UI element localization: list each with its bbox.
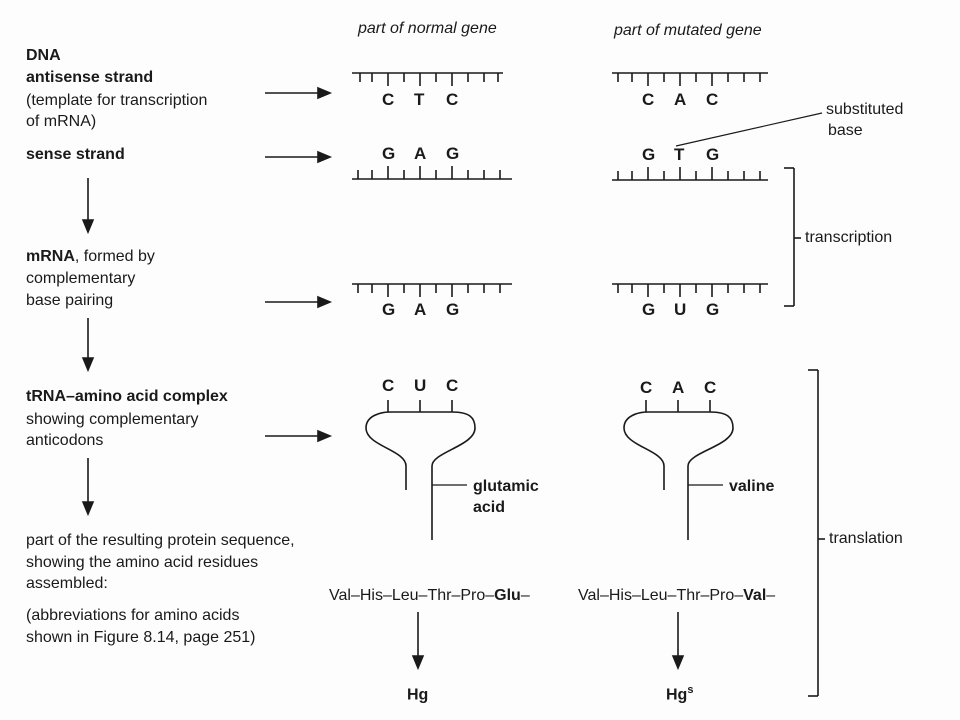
normal-anticodon-2: U [414,376,427,395]
mrna-label: mRNA, formed by [26,246,155,267]
normal-amino-acid-2: acid [473,499,506,516]
dna-title: DNA [26,47,61,64]
mutated-product-sup: s [687,684,694,696]
mrna-desc-1: , formed by [74,248,155,265]
mutated-seq-suffix: – [766,587,776,604]
mutated-mrna-base-2: U [674,300,687,319]
mrna-desc-3: base pairing [26,292,114,309]
sense-title: sense strand [26,146,125,163]
protein-desc-3: assembled: [26,575,108,592]
normal-protein-sequence: Val–His–Leu–Thr–Pro–Glu– [329,587,530,605]
abbrev-note-2: shown in Figure 8.14, page 251) [26,629,256,646]
header-mutated-gene: part of mutated gene [614,22,762,39]
mutated-amino-acid-1: valine [729,478,775,495]
mutated-anticodon-1: C [640,378,653,397]
normal-amino-acid-1: glutamic [473,478,539,495]
mrna-desc-2: complementary [26,270,136,287]
left-down-arrows [81,178,95,517]
trna-title: tRNA–amino acid complex [26,388,228,405]
substituted-label-1: substituted [826,101,904,118]
mutated-trna-shape [623,400,734,540]
normal-mrna-strand [352,283,512,297]
normal-sense-base-1: G [382,144,396,163]
substituted-label-2: base [828,122,863,139]
translation-bracket [808,369,825,697]
normal-antisense-strand [352,72,503,86]
normal-antisense-base-2: T [414,90,425,109]
normal-seq-suffix: – [520,587,530,604]
mutated-sense-base-3: G [706,145,720,164]
mutated-seq-bold: Val [743,587,767,604]
normal-product-name: Hg [407,686,429,704]
protein-desc-1: part of the resulting protein sequence, [26,532,295,549]
normal-antisense-base-1: C [382,90,395,109]
mutated-sense-base-1: G [642,145,656,164]
mutated-mrna-strand [612,283,768,297]
trna-desc-2: anticodons [26,432,104,449]
normal-sense-base-2: A [414,144,427,163]
normal-anticodon-1: C [382,376,395,395]
mutated-anticodon-3: C [704,378,717,397]
transcription-label: transcription [805,229,893,246]
trna-desc-1: showing complementary [26,411,199,428]
protein-desc-2: showing the amino acid residues [26,554,259,571]
normal-seq-prefix: Val–His–Leu–Thr–Pro– [329,587,495,604]
mutated-antisense-base-3: C [706,90,719,109]
normal-trna-shape [365,400,476,540]
substituted-pointer [675,112,823,147]
mutated-product-name: Hg [666,686,688,704]
normal-mrna-base-3: G [446,300,460,319]
mutated-product-arrow [671,612,685,671]
normal-sense-strand [352,166,512,180]
mrna-title: mRNA [26,248,75,265]
normal-sense-base-3: G [446,144,460,163]
mutated-mrna-base-1: G [642,300,656,319]
transcription-bracket [784,167,801,307]
antisense-desc-1: (template for transcription [26,92,208,109]
mutated-anticodon-2: A [672,378,685,397]
normal-antisense-base-3: C [446,90,459,109]
mutated-mrna-base-3: G [706,300,720,319]
antisense-desc-2: of mRNA) [26,113,97,130]
normal-anticodon-3: C [446,376,459,395]
normal-seq-bold: Glu [494,587,521,604]
mutated-antisense-strand [612,72,768,86]
mutated-product: Hgs [666,680,693,705]
translation-label: translation [829,530,903,547]
normal-product: Hg [407,680,428,705]
left-arrows [265,86,333,443]
header-normal-gene: part of normal gene [358,20,497,37]
mutated-antisense-base-1: C [642,90,655,109]
normal-mrna-base-1: G [382,300,396,319]
mutated-seq-prefix: Val–His–Leu–Thr–Pro– [578,587,744,604]
mutated-protein-sequence: Val–His–Leu–Thr–Pro–Val– [578,587,775,605]
mutated-sense-strand [612,167,768,181]
normal-product-arrow [411,612,425,671]
mutated-antisense-base-2: A [674,90,687,109]
normal-mrna-base-2: A [414,300,427,319]
abbrev-note-1: (abbreviations for amino acids [26,607,240,624]
antisense-title: antisense strand [26,69,154,86]
mutated-sense-base-2: T [674,145,685,164]
